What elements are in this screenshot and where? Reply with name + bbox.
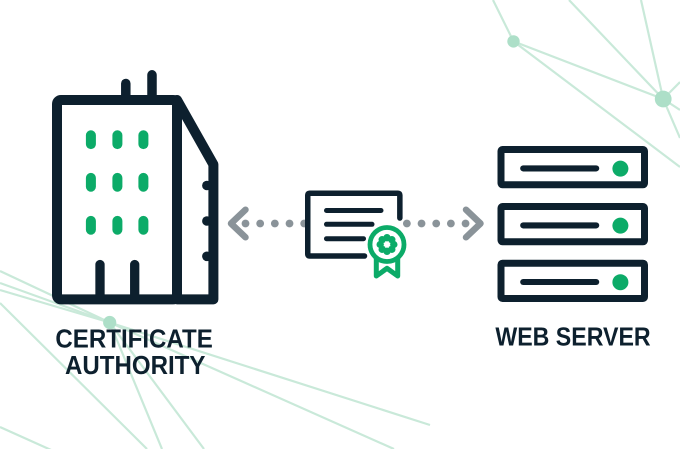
- svg-text:CERTIFICATE: CERTIFICATE: [55, 325, 212, 353]
- svg-text:AUTHORITY: AUTHORITY: [65, 352, 205, 380]
- svg-text:WEB SERVER: WEB SERVER: [495, 324, 651, 352]
